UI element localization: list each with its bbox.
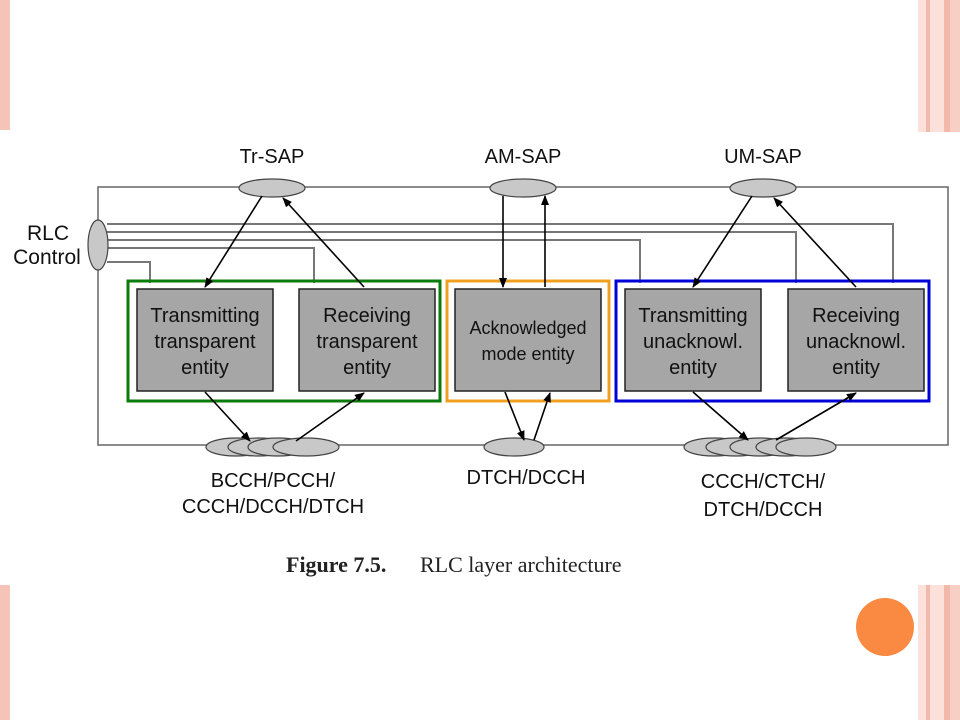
- left-channels-line1: BCCH/PCCH/: [211, 470, 336, 492]
- rx-unack-line1: Receiving: [812, 305, 900, 327]
- am-sap-ellipse: [489, 178, 557, 198]
- tr-sap-label: Tr-SAP: [240, 146, 305, 168]
- figure-caption-text: RLC layer architecture: [420, 552, 622, 577]
- middle-channel-ellipse: [483, 437, 545, 457]
- control-lines: [107, 223, 894, 283]
- acknowledged-line2: mode entity: [481, 344, 574, 364]
- accent-circle: [856, 598, 914, 656]
- tx-unack-line1: Transmitting: [638, 305, 747, 327]
- rlc-control-line1: RLC: [27, 222, 69, 245]
- tx-unack-line3: entity: [669, 357, 717, 379]
- rlc-control-ellipse: [87, 219, 109, 271]
- right-channels-line1: CCCH/CTCH/: [701, 471, 826, 493]
- tx-unack-line2: unacknowl.: [643, 331, 743, 353]
- middle-channels-line1: DTCH/DCCH: [467, 467, 586, 489]
- left-stripe-bottom: [0, 585, 10, 720]
- tx-transparent-line1: Transmitting: [150, 305, 259, 327]
- tx-transparent-line3: entity: [181, 357, 229, 379]
- um-sap-ellipse: [729, 178, 797, 198]
- channel-arrows: [204, 391, 857, 442]
- transparent-mode-group: [126, 279, 442, 403]
- left-channel-ellipses: [205, 437, 340, 457]
- rlc-control-line2: Control: [13, 246, 81, 269]
- right-stripe-bottom: [918, 585, 960, 720]
- tx-unack-box: [624, 288, 762, 392]
- rx-transparent-box: [298, 288, 436, 392]
- rx-transparent-line2: transparent: [316, 331, 418, 353]
- um-sap-label: UM-SAP: [724, 146, 802, 168]
- tx-transparent-line2: transparent: [154, 331, 256, 353]
- rx-unack-box: [787, 288, 925, 392]
- sap-arrows: [204, 195, 857, 288]
- right-channel-ellipses: [683, 437, 837, 457]
- acknowledged-line1: Acknowledged: [469, 318, 586, 338]
- left-channels-line2: CCCH/DCCH/DTCH: [182, 496, 364, 518]
- figure-caption-number: Figure 7.5.: [286, 552, 386, 577]
- rx-transparent-line1: Receiving: [323, 305, 411, 327]
- unacknowledged-mode-group: [614, 279, 931, 403]
- am-sap-label: AM-SAP: [485, 146, 562, 168]
- right-stripe-top: [918, 0, 960, 132]
- tx-transparent-box: [136, 288, 274, 392]
- acknowledged-box: [454, 288, 602, 392]
- tr-sap-ellipse: [238, 178, 306, 198]
- right-channels-line2: DTCH/DCCH: [704, 499, 823, 521]
- rx-unack-line3: entity: [832, 357, 880, 379]
- rx-unack-line2: unacknowl.: [806, 331, 906, 353]
- left-stripe-top: [0, 0, 10, 130]
- rx-transparent-line3: entity: [343, 357, 391, 379]
- acknowledged-mode-group: [445, 279, 611, 403]
